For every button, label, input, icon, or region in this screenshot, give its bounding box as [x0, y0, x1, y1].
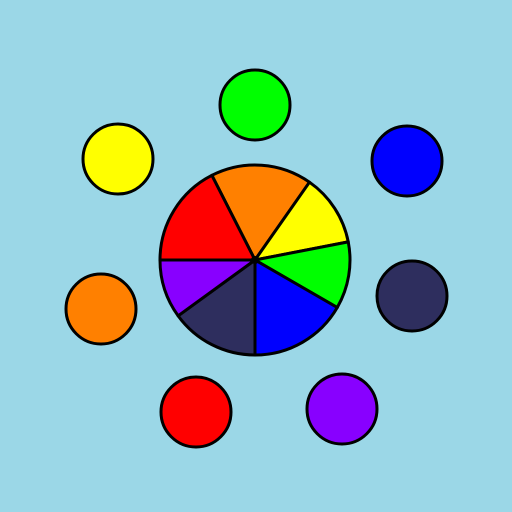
color-wheel: [158, 163, 352, 357]
color-ball-orange[interactable]: [64, 272, 138, 346]
color-ball-green[interactable]: [218, 68, 292, 142]
color-ball-yellow[interactable]: [81, 122, 155, 196]
color-ball-blue[interactable]: [370, 124, 444, 198]
wheel-segment-blue[interactable]: [253, 258, 339, 357]
wheel-segment-orange[interactable]: [210, 163, 311, 262]
color-ball-red[interactable]: [159, 375, 233, 449]
wheel-segment-navy[interactable]: [176, 258, 257, 357]
wheel-segment-red[interactable]: [158, 173, 257, 262]
color-ball-navy[interactable]: [375, 259, 449, 333]
color-balls: [64, 68, 449, 449]
wheel-hub: [251, 256, 259, 264]
color-ball-purple[interactable]: [305, 372, 379, 446]
